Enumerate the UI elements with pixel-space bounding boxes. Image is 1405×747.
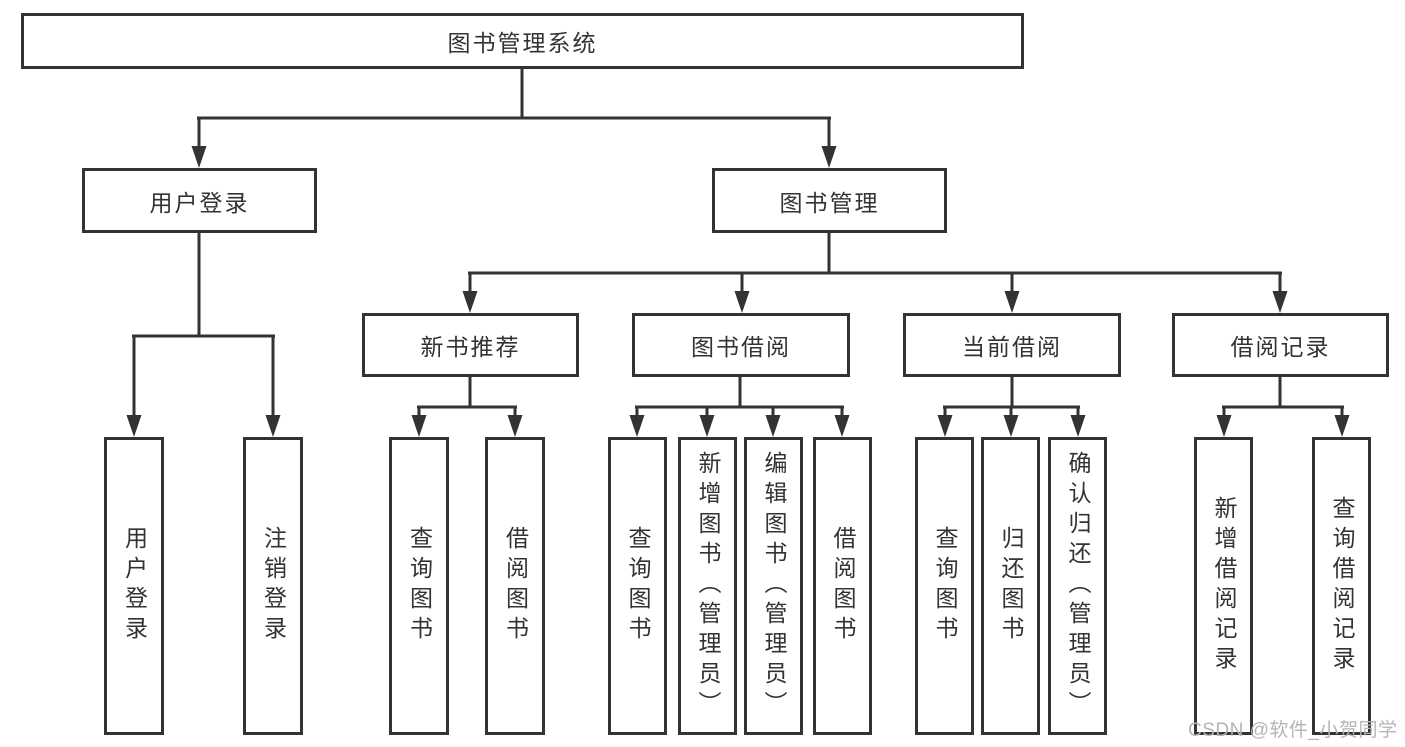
- csdn-watermark: CSDN @软件_小贺同学: [1188, 720, 1398, 741]
- leaf-label: 查询借阅记录: [1329, 496, 1355, 676]
- leaf-box-confirm-return-admin: 确认归还（管理员）: [1048, 437, 1107, 735]
- group-box-book-borrow: 图书借阅: [632, 313, 850, 377]
- branch-box-user-login: 用户登录: [82, 168, 317, 233]
- leaf-label: 查询图书: [625, 526, 651, 646]
- leaf-label: 借阅图书: [502, 526, 529, 646]
- leaf-label: 新增图书（管理员）: [695, 451, 721, 721]
- leaf-label: 归还图书: [998, 526, 1024, 646]
- group-box-current-borrow: 当前借阅: [903, 313, 1121, 377]
- leaf-box-logout: 注销登录: [243, 437, 303, 735]
- leaf-box-query-books-3: 查询图书: [915, 437, 974, 735]
- leaf-box-borrow-books-2: 借阅图书: [813, 437, 872, 735]
- leaf-box-query-books-1: 查询图书: [389, 437, 449, 735]
- leaf-box-edit-books-admin: 编辑图书（管理员）: [744, 437, 803, 735]
- leaf-label: 用户登录: [121, 526, 148, 646]
- leaf-label: 注销登录: [260, 526, 287, 646]
- leaf-box-add-books-admin: 新增图书（管理员）: [678, 437, 737, 735]
- leaf-label: 新增借阅记录: [1211, 496, 1237, 676]
- leaf-box-user-login: 用户登录: [104, 437, 164, 735]
- root-box-library-management-system: 图书管理系统: [21, 13, 1024, 69]
- leaf-label: 借阅图书: [830, 526, 856, 646]
- leaf-label: 确认归还（管理员）: [1065, 451, 1091, 721]
- group-box-new-book-recommend: 新书推荐: [362, 313, 579, 377]
- leaf-label: 编辑图书（管理员）: [761, 451, 787, 721]
- leaf-label: 查询图书: [406, 526, 433, 646]
- branch-box-book-management: 图书管理: [712, 168, 947, 233]
- group-box-borrow-record: 借阅记录: [1172, 313, 1389, 377]
- leaf-box-return-books: 归还图书: [981, 437, 1040, 735]
- leaf-label: 查询图书: [932, 526, 958, 646]
- leaf-box-add-borrow-record: 新增借阅记录: [1194, 437, 1253, 735]
- leaf-box-query-books-2: 查询图书: [608, 437, 667, 735]
- arrowhead-icons: [126, 146, 1350, 437]
- leaf-box-borrow-books-1: 借阅图书: [485, 437, 545, 735]
- leaf-box-query-borrow-record: 查询借阅记录: [1312, 437, 1371, 735]
